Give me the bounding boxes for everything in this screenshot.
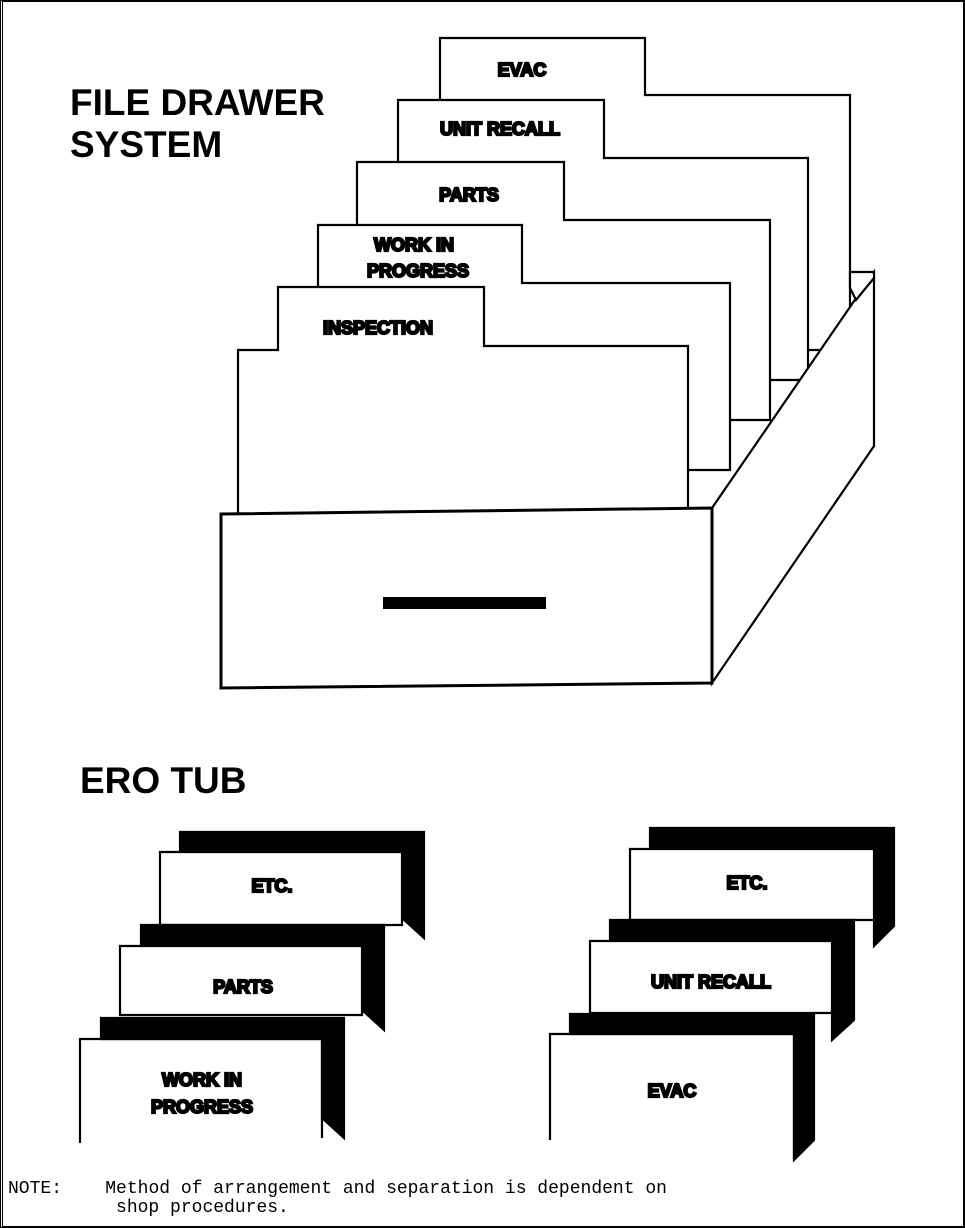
ero-left-wip-label-line1: WORK IN	[162, 1070, 242, 1090]
ero-right-evac-label: EVAC	[648, 1081, 697, 1101]
note: NOTE: Method of arrangement and separati…	[8, 1180, 667, 1218]
folder-evac-label: EVAC	[498, 60, 547, 80]
file-drawer-title-line2: SYSTEM	[70, 124, 223, 165]
note-line1: Method of arrangement and separation is …	[105, 1179, 667, 1199]
folder-wip-label-line2: PROGRESS	[367, 261, 469, 281]
ero-left-etc-label: ETC.	[251, 876, 292, 896]
note-indent	[8, 1198, 116, 1218]
folder-wip-label-line1: WORK IN	[374, 235, 454, 255]
note-gap	[62, 1179, 105, 1199]
ero-right-card-etc: ETC.	[628, 826, 896, 949]
ero-right-card-evac: EVAC	[548, 1012, 816, 1163]
ero-left-card-etc: ETC.	[158, 830, 426, 941]
folder-inspection-label: INSPECTION	[323, 318, 433, 338]
note-label: NOTE:	[8, 1179, 63, 1199]
ero-left-card-parts: PARTS	[118, 923, 386, 1033]
folder-inspection: INSPECTION	[236, 285, 690, 517]
folder-parts-label: PARTS	[439, 185, 499, 205]
drawer-back-rim	[848, 270, 876, 303]
ero-left-parts-label: PARTS	[213, 977, 273, 997]
drawer-handle	[383, 597, 546, 609]
ero-left-wip-label-line2: PROGRESS	[151, 1097, 253, 1117]
folder-unit-recall-label: UNIT RECALL	[440, 119, 560, 139]
file-drawer-title: FILE DRAWER SYSTEM	[70, 82, 325, 166]
ero-tub-title-text: ERO TUB	[80, 760, 247, 801]
ero-left-card-wip: WORK IN PROGRESS	[78, 1016, 346, 1143]
file-drawer-title-line1: FILE DRAWER	[70, 82, 325, 123]
ero-right-unit-recall-label: UNIT RECALL	[651, 972, 771, 992]
ero-tub-title: ERO TUB	[80, 760, 247, 802]
ero-right-stack: ETC. UNIT RECALL EVAC	[548, 826, 896, 1163]
note-line2: shop procedures.	[116, 1198, 289, 1218]
ero-right-etc-label: ETC.	[726, 873, 767, 893]
drawer-box	[219, 268, 876, 690]
ero-left-stack: ETC. PARTS WORK IN PROGRESS	[78, 830, 426, 1143]
